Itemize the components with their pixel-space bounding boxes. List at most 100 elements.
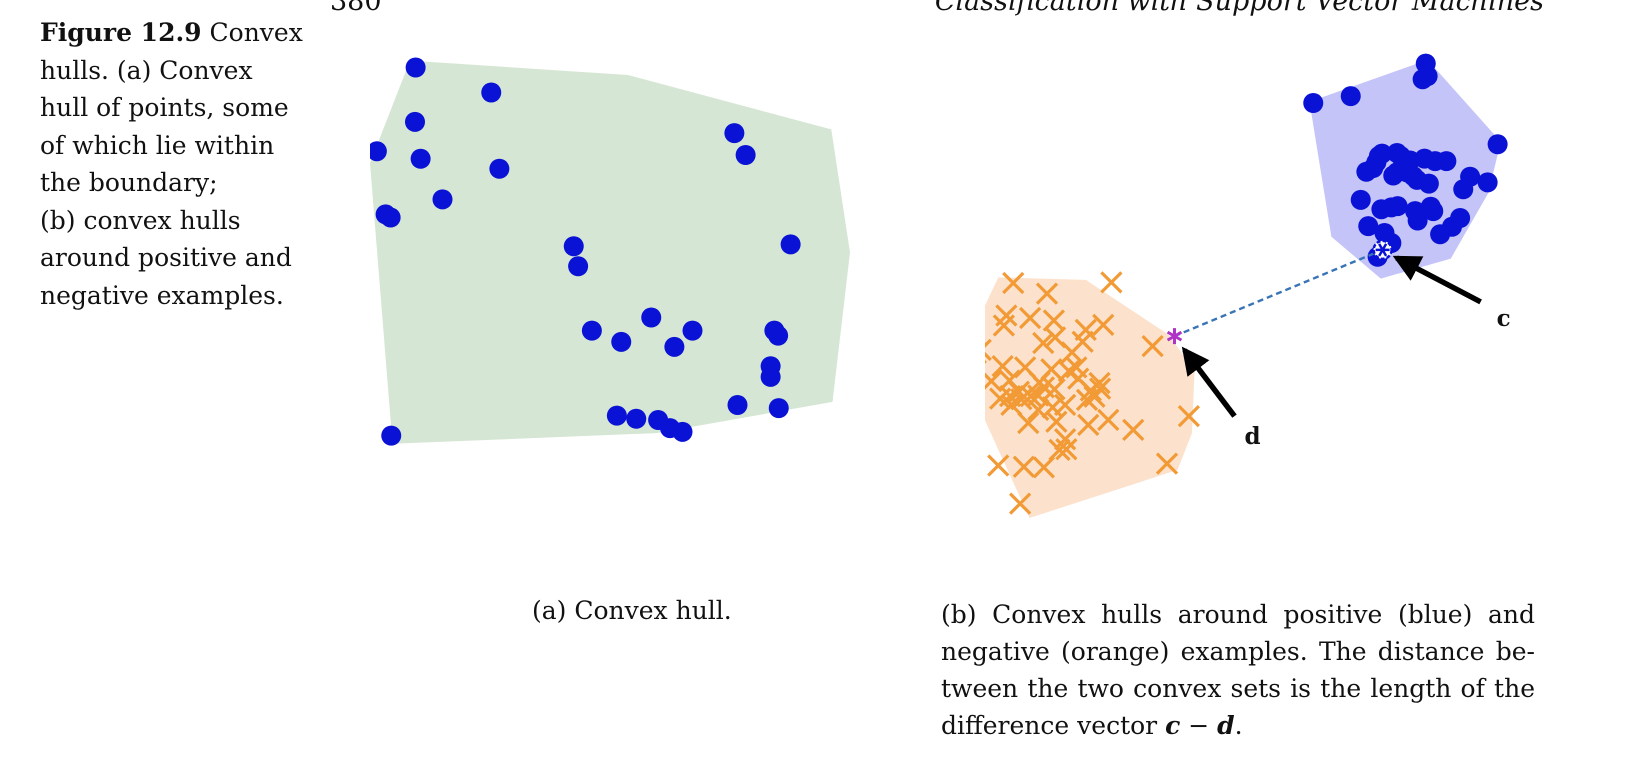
negative-point	[1017, 411, 1040, 435]
negative-point	[987, 454, 1010, 477]
data-point	[760, 366, 781, 387]
subcaption-a: (a) Convex hull.	[532, 596, 732, 625]
data-point	[768, 325, 789, 346]
negative-point	[1083, 385, 1106, 408]
negative-point	[1141, 334, 1164, 358]
negative-point-stroke	[1027, 398, 1050, 422]
negative-point	[988, 387, 1012, 410]
negative-point	[1012, 455, 1036, 478]
negative-point-stroke	[1041, 396, 1064, 419]
positive-point	[1412, 69, 1433, 90]
subcaption-b-line-3: tween the two convex sets is the length …	[941, 674, 1535, 703]
data-point	[405, 111, 425, 132]
positive-point	[1387, 162, 1407, 183]
negative-point-stroke	[1092, 313, 1115, 337]
negative-point	[1155, 452, 1179, 475]
negative-point-stroke	[1032, 331, 1055, 355]
negative-point	[1100, 271, 1123, 294]
subcaption-b-line-4: difference vector c − d.	[941, 707, 1535, 744]
subcaption-b-line-2: negative (orange) examples. The distance…	[941, 637, 1535, 666]
side-caption-line-4: of which lie within	[40, 130, 275, 160]
negative-point-stroke	[1077, 413, 1100, 437]
negative-point	[1035, 282, 1059, 305]
side-caption-line-3: hull of points, some	[40, 93, 289, 122]
vector-d-symbol: d	[1217, 711, 1235, 740]
label-c: c	[1497, 305, 1511, 332]
negative-point-stroke	[985, 369, 1003, 390]
negative-point-stroke	[1042, 309, 1066, 332]
side-caption-line-1: Figure 12.9 Convex	[40, 14, 310, 52]
positive-point	[1477, 172, 1498, 193]
negative-point-stroke	[988, 387, 1012, 410]
data-point	[432, 189, 453, 210]
negative-point	[1122, 418, 1145, 442]
data-point	[489, 158, 510, 179]
negative-point-stroke	[1075, 388, 1099, 412]
negative-point	[1032, 456, 1056, 479]
positive-point	[1453, 179, 1474, 200]
negative-point-stroke	[1122, 418, 1145, 442]
negative-point	[995, 304, 1018, 327]
negative-point	[1092, 313, 1115, 337]
negative-point-stroke	[1083, 385, 1106, 408]
point-d-marker	[1166, 328, 1183, 345]
positive-point	[1368, 146, 1389, 167]
data-point	[724, 123, 745, 144]
negative-point	[1018, 306, 1042, 330]
negative-point-stroke	[1035, 282, 1059, 305]
negative-point-stroke	[1012, 455, 1036, 478]
negative-point	[1045, 410, 1068, 433]
data-point	[735, 145, 756, 165]
negative-point-stroke	[1097, 408, 1120, 432]
side-caption-line-7: around positive and	[40, 243, 292, 272]
figure-label: Figure 12.9	[40, 18, 202, 47]
data-point	[581, 320, 602, 341]
negative-point	[1000, 393, 1023, 417]
data-point	[370, 141, 387, 162]
negative-point	[991, 354, 1014, 378]
negative-point	[985, 369, 1003, 393]
positive-point	[1350, 189, 1371, 210]
data-point	[481, 82, 502, 103]
data-point	[380, 207, 401, 228]
negative-point	[1042, 309, 1066, 332]
positive-point	[1356, 161, 1377, 182]
negative-point	[1008, 492, 1032, 515]
negative-point-stroke	[1008, 492, 1032, 515]
negative-point-stroke	[1017, 411, 1040, 435]
subcaption-b: (b) Convex hulls around positive (blue) …	[941, 596, 1535, 744]
data-point	[682, 320, 703, 341]
side-caption-line-8: negative examples.	[40, 280, 284, 310]
negative-point-stroke	[1002, 271, 1025, 295]
side-caption-text: Convex	[209, 18, 303, 47]
side-caption-line-5: the boundary;	[40, 168, 218, 197]
data-point	[664, 336, 685, 357]
negative-point	[1043, 378, 1066, 401]
negative-point	[1177, 404, 1201, 428]
convex-hull-plot	[370, 57, 850, 446]
negative-point	[1027, 398, 1050, 422]
running-head: 380 Classification with Support Vector M…	[330, 0, 1544, 17]
negative-point	[1010, 388, 1033, 411]
negative-point-stroke	[1155, 452, 1179, 475]
negative-point-stroke	[1010, 388, 1033, 411]
side-caption-line-2: hulls. (a) Convex	[40, 55, 253, 85]
negative-point-stroke	[1043, 326, 1067, 349]
negative-point	[1060, 341, 1084, 364]
negative-point-stroke	[1053, 428, 1077, 451]
positive-point	[1340, 86, 1361, 107]
negative-point-stroke	[991, 354, 1014, 378]
data-point	[410, 148, 431, 169]
negative-point-stroke	[1055, 438, 1078, 461]
data-point	[405, 57, 426, 78]
subcaption-b-prefix: difference vector	[941, 711, 1166, 740]
data-point	[611, 331, 632, 352]
figure-side-caption: Figure 12.9 Convex hulls. (a) Convex hul…	[40, 14, 310, 314]
data-point	[626, 408, 647, 429]
positive-point	[1430, 224, 1451, 245]
label-d: d	[1245, 423, 1261, 450]
negative-point-stroke	[1100, 271, 1123, 294]
minus-sign: −	[1180, 711, 1218, 740]
positive-point	[1423, 201, 1444, 222]
negative-point	[985, 338, 992, 362]
